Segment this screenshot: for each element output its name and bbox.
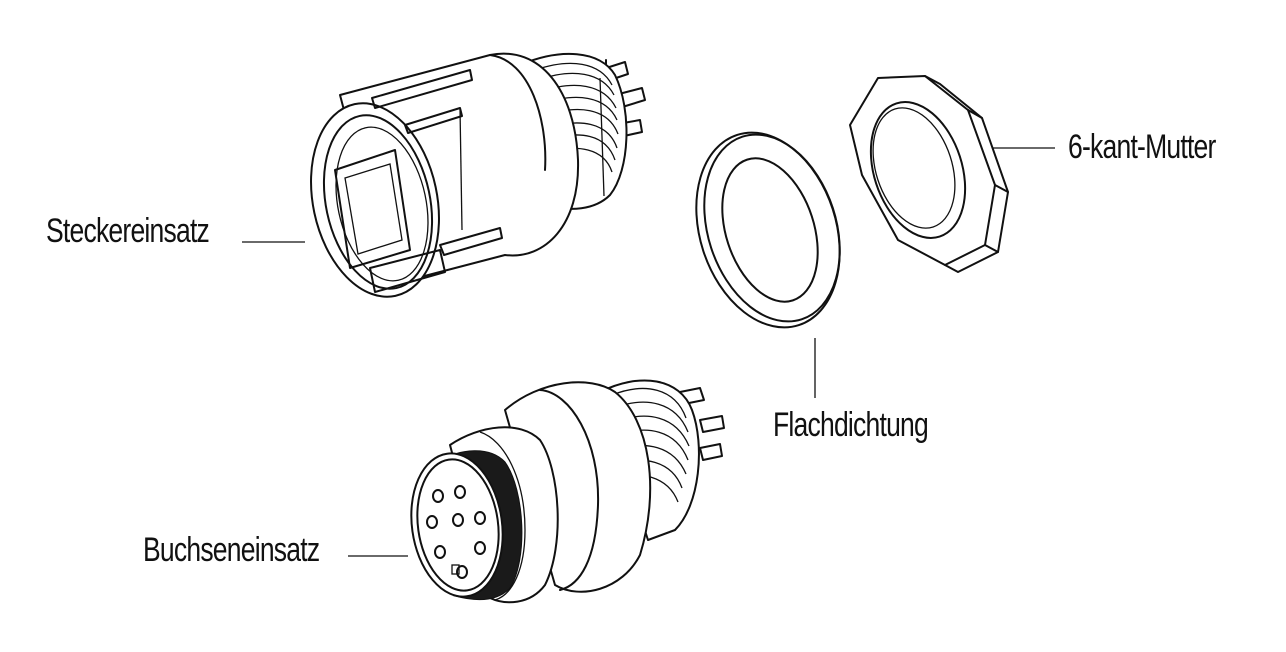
label-buchseneinsatz: Buchseneinsatz — [143, 531, 320, 569]
label-flachdichtung: Flachdichtung — [773, 406, 929, 444]
label-6-kant-mutter: 6-kant-Mutter — [1068, 128, 1216, 166]
gasket-part — [695, 131, 841, 329]
hex-nut-part — [849, 75, 1009, 273]
plug-insert-part — [310, 52, 646, 298]
socket-insert-part — [410, 379, 725, 604]
socket-contact-holes — [426, 485, 486, 579]
label-steckereinsatz: Steckereinsatz — [46, 212, 210, 250]
